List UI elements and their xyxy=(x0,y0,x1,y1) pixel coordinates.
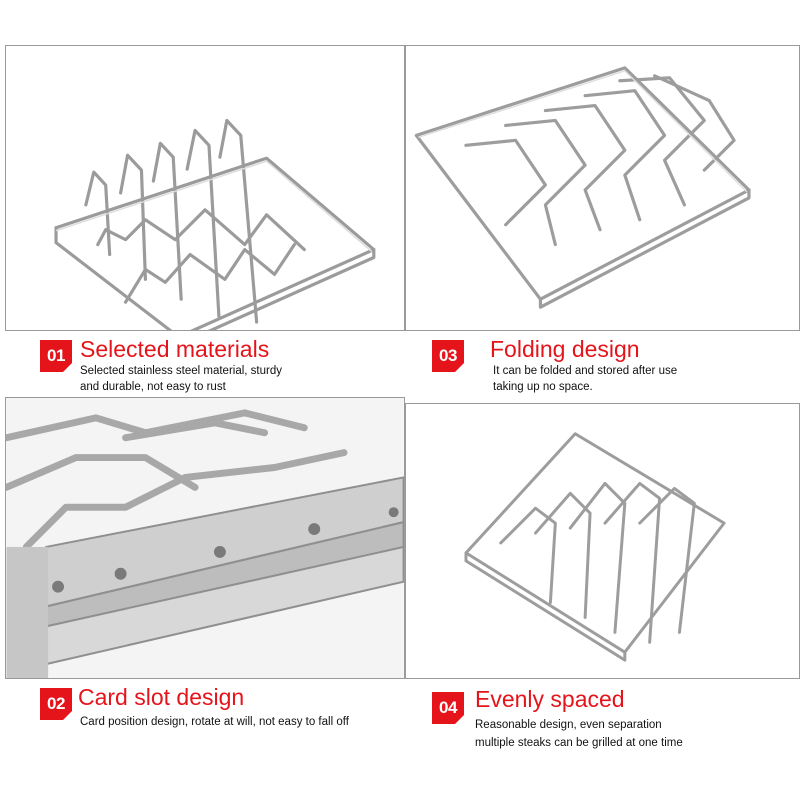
rack-upright-illustration xyxy=(54,118,376,330)
feature-title: Card slot design xyxy=(78,684,245,710)
feature-description-line: Card position design, rotate at will, no… xyxy=(80,716,349,728)
rack-folded-illustration xyxy=(414,66,751,309)
product-photo-top-view xyxy=(405,403,800,679)
product-photo-upright-rack xyxy=(5,45,405,331)
feature-title: Evenly spaced xyxy=(475,686,625,712)
feature-description-line: and durable, not easy to rust xyxy=(80,381,226,393)
feature-caption-01: 01 Selected materials Selected stainless… xyxy=(0,336,400,398)
feature-number-badge: 01 xyxy=(40,340,72,372)
feature-description-line: Selected stainless steel material, sturd… xyxy=(80,365,282,377)
feature-caption-03: 03 Folding design It can be folded and s… xyxy=(400,336,800,398)
rack-topview-illustration xyxy=(464,432,726,662)
feature-number-badge: 02 xyxy=(40,688,72,720)
feature-title: Selected materials xyxy=(80,336,270,362)
feature-description-line: Reasonable design, even separation xyxy=(475,719,662,731)
product-photo-folded-rack xyxy=(405,45,800,331)
feature-description-line: It can be folded and stored after use xyxy=(493,365,678,377)
feature-description-line: taking up no space. xyxy=(493,381,593,393)
feature-title: Folding design xyxy=(490,336,640,362)
feature-number-badge: 03 xyxy=(432,340,464,372)
product-photo-card-slot-closeup xyxy=(5,397,405,679)
feature-caption-02: 02 Card slot design Card position design… xyxy=(0,684,400,734)
card-slot-illustration xyxy=(6,398,404,678)
feature-description-line: multiple steaks can be grilled at one ti… xyxy=(475,737,683,749)
feature-number-badge: 04 xyxy=(432,692,464,724)
feature-caption-04: 04 Evenly spaced Reasonable design, even… xyxy=(400,686,800,756)
